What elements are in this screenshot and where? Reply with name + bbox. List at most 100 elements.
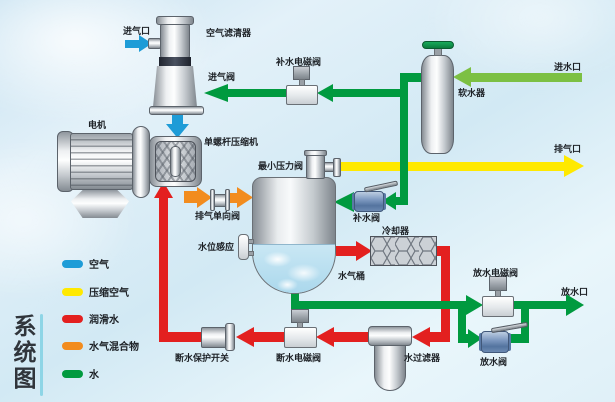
label-makeup-solenoid-valve: 补水电磁阀 — [276, 57, 322, 67]
label-water-softener: 软水器 — [458, 88, 486, 98]
title-divider — [40, 314, 43, 396]
pipe-red-down-right — [441, 246, 450, 339]
water-filter-head — [368, 326, 412, 346]
pipe-red-bottom-4 — [164, 332, 201, 342]
pipe-to-makeup-solenoid — [333, 89, 404, 97]
makeup-valve-device — [354, 191, 384, 212]
pipe-compressor-out — [184, 191, 198, 203]
page-title: 系统图 — [10, 314, 36, 392]
label-exhaust-check-valve: 排气单向阀 — [195, 211, 241, 221]
tank-water — [253, 244, 335, 293]
arrow-into-intake-valve — [204, 84, 228, 102]
arrow-into-protection-switch — [236, 327, 254, 347]
intake-valve-device — [153, 66, 197, 107]
arrow-into-drain-solenoid — [466, 295, 483, 315]
legend-item-air: 空气 — [62, 256, 109, 271]
makeup-solenoid-coil — [293, 66, 310, 80]
label-water-level-sensor: 水位感应 — [198, 242, 235, 252]
water-air-tank-device — [252, 177, 336, 294]
label-water-filter: 水过滤器 — [404, 353, 441, 363]
cooler-honeycomb — [371, 237, 436, 265]
arrow-makeup-into-tank — [334, 192, 354, 212]
compressor-screw-rotor — [170, 146, 181, 177]
legend-item-lubricating-water: 润滑水 — [62, 311, 119, 326]
min-pressure-valve-flange — [333, 158, 341, 177]
drain-solenoid-coil — [489, 276, 507, 291]
legend-label-water: 水 — [89, 370, 99, 381]
pipe-compressed-air — [340, 162, 566, 171]
protection-switch-flange — [225, 323, 235, 351]
legend-label-air: 空气 — [89, 260, 109, 271]
arrow-exhaust-outlet — [564, 155, 584, 177]
pipe-drain-main-2 — [512, 301, 566, 309]
label-cooler: 冷却器 — [382, 226, 410, 236]
pipe-water-inlet — [470, 73, 582, 82]
pipe-green-down — [400, 73, 408, 205]
makeup-solenoid-valve-device — [286, 85, 318, 105]
pipe-tank-to-cooler — [336, 246, 358, 256]
intake-valve-base — [149, 106, 204, 115]
label-protection-switch: 断水保护开关 — [175, 353, 230, 363]
min-pressure-valve-device — [306, 155, 325, 179]
pipe-red-up-left — [159, 194, 168, 342]
protection-switch-device — [201, 327, 227, 348]
label-compressor: 单螺杆压缩机 — [204, 137, 259, 147]
legend-label-compressed-air: 压缩空气 — [89, 288, 129, 299]
legend-item-compressed-air: 压缩空气 — [62, 284, 129, 299]
motor-device — [70, 133, 133, 190]
legend-item-water: 水 — [62, 366, 99, 381]
water-softener-device — [421, 55, 454, 154]
legend-item-water-air-mixture: 水气混合物 — [62, 338, 139, 353]
cutoff-solenoid-coil — [291, 309, 309, 323]
label-air-filter: 空气滤清器 — [206, 28, 252, 38]
label-motor: 电机 — [88, 120, 107, 130]
pipe-drain-bypass-down — [458, 309, 466, 342]
legend-swatch-compressed-air — [62, 287, 83, 296]
pipe-tank-drain-down — [291, 288, 299, 309]
legend-swatch-water — [62, 369, 83, 378]
label-drain-valve: 放水阀 — [480, 357, 508, 367]
pipe-solenoid-to-intake — [228, 89, 286, 97]
label-air-inlet: 进气口 — [123, 26, 151, 36]
cooler-device — [370, 236, 437, 266]
air-filter-port — [148, 38, 161, 49]
label-drain-outlet: 放水口 — [561, 287, 589, 297]
water-filter-device — [374, 345, 406, 391]
legend-swatch-air — [62, 259, 83, 268]
drain-valve-device — [481, 331, 509, 353]
arrow-into-makeup-solenoid — [317, 84, 333, 102]
legend-swatch-lubricating-water — [62, 314, 83, 323]
pipe-drain-bypass-elbow — [458, 334, 470, 343]
legend-label-water-air-mixture: 水气混合物 — [89, 342, 139, 353]
arrow-drain-outlet — [566, 294, 584, 316]
pipe-red-bottom-2 — [334, 332, 368, 342]
softener-valve-handle — [422, 41, 454, 49]
pipe-red-bottom-3 — [253, 332, 284, 342]
pipe-softener-out — [402, 73, 422, 82]
label-cutoff-solenoid-valve: 断水电磁阀 — [276, 353, 322, 363]
check-valve-flange-right — [225, 189, 230, 211]
filter-valve-joint — [159, 57, 191, 67]
pipe-red-bottom-1 — [430, 332, 450, 342]
label-makeup-valve: 补水阀 — [353, 213, 381, 223]
motor-pedestal — [71, 190, 129, 218]
arrow-into-tank — [237, 187, 253, 208]
arrow-into-softener — [453, 67, 471, 87]
cutoff-solenoid-valve-device — [284, 327, 317, 348]
pipe-drain-bypass-return — [507, 334, 529, 343]
pipe-checkvalve-out — [229, 193, 238, 203]
arrow-into-water-filter — [412, 327, 430, 347]
coupling-device — [132, 126, 150, 198]
legend-label-lubricating-water: 润滑水 — [89, 315, 119, 326]
label-water-inlet: 进水口 — [554, 62, 582, 72]
label-intake-valve: 进气阀 — [208, 72, 236, 82]
water-level-sensor-device — [238, 234, 249, 260]
label-drain-solenoid-valve: 放水电磁阀 — [473, 268, 519, 278]
legend-swatch-water-air-mixture — [62, 341, 83, 350]
pipe-air-inlet — [125, 40, 140, 48]
label-exhaust-outlet: 排气口 — [554, 144, 582, 154]
air-filter-device — [160, 24, 190, 58]
drain-solenoid-valve-device — [482, 296, 514, 317]
label-min-pressure-valve: 最小压力阀 — [258, 161, 304, 171]
